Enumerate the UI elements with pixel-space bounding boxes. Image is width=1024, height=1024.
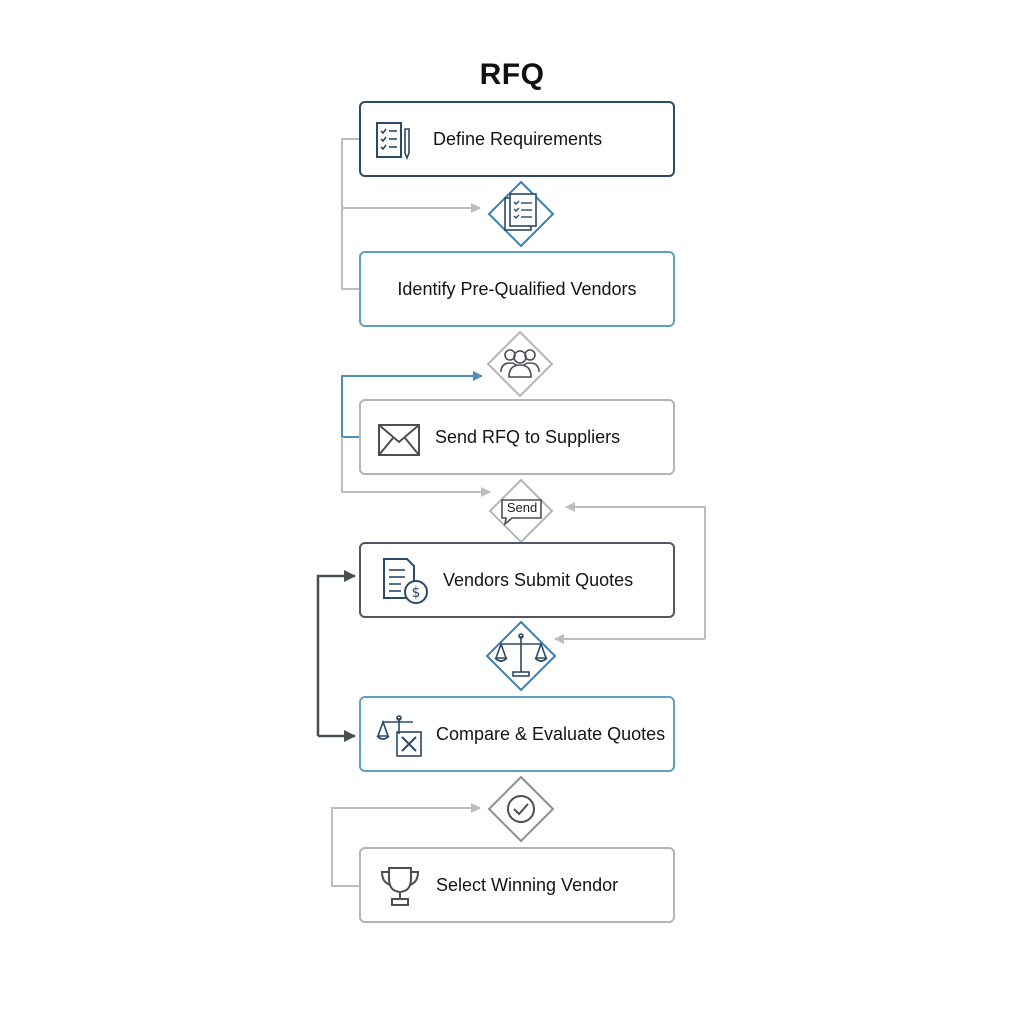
invoice-dollar-icon: $: [381, 556, 431, 613]
connector-right-loop-top: [565, 502, 706, 639]
step-compare-evaluate[interactable]: Compare & Evaluate Quotes: [359, 696, 675, 772]
trophy-icon: [379, 865, 421, 914]
connector-identify-arrow: [341, 371, 483, 438]
step-label: Select Winning Vendor: [436, 874, 619, 895]
diagram-title: RFQ: [479, 58, 545, 91]
step-label: Send RFQ to Suppliers: [435, 426, 621, 447]
connector-define-bracket: [341, 138, 359, 290]
checklist-pen-icon: [375, 121, 411, 166]
connector-diamond-scale: [485, 620, 557, 697]
connector-diamond-check: [487, 775, 555, 848]
connector-diamond-send: Send: [488, 478, 554, 549]
step-select-winning-vendor[interactable]: Select Winning Vendor: [359, 847, 675, 923]
send-bubble-label: Send: [506, 500, 538, 515]
connector-select-arrow: [331, 803, 481, 887]
step-send-rfq[interactable]: Send RFQ to Suppliers: [359, 399, 675, 475]
svg-text:$: $: [412, 585, 421, 601]
send-bubble-icon: [501, 499, 542, 527]
connector-send-arrow: [341, 437, 491, 497]
step-define-requirements[interactable]: Define Requirements: [359, 101, 675, 177]
step-label: Identify Pre-Qualified Vendors: [397, 278, 637, 299]
step-label: Define Requirements: [433, 128, 603, 149]
step-vendors-submit-quotes[interactable]: $ Vendors Submit Quotes: [359, 542, 675, 618]
scale-x-box-icon: [373, 712, 425, 765]
connector-dark-up: [316, 570, 356, 736]
envelope-icon: [377, 423, 421, 462]
checkmark-circle-icon: [507, 795, 535, 823]
step-identify-vendors[interactable]: Identify Pre-Qualified Vendors: [359, 251, 675, 327]
connector-diamond-documents: [487, 180, 555, 253]
balance-scale-icon: [494, 633, 548, 677]
connector-diamond-people: [486, 330, 554, 403]
step-label: Vendors Submit Quotes: [443, 569, 634, 590]
people-group-icon: [500, 349, 540, 378]
step-label: Compare & Evaluate Quotes: [436, 723, 666, 744]
documents-checklist-icon: [504, 193, 537, 231]
